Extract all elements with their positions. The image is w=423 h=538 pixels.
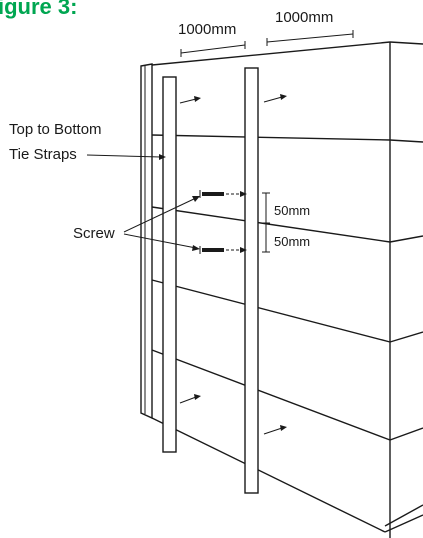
spacing-label-top: 50mm [274, 203, 310, 218]
tie-straps-label-line2: Tie Straps [9, 146, 77, 163]
figure-title: igure 3: [0, 0, 77, 19]
tie-strap-right [244, 67, 259, 494]
screw-label: Screw [73, 225, 115, 242]
dimension-right: 1000mm [266, 9, 354, 46]
screw-lower [199, 246, 247, 254]
dimension-left: 1000mm [178, 21, 246, 57]
dimension-label-left: 1000mm [178, 21, 236, 38]
tie-straps-label-line1: Top to Bottom [9, 121, 102, 138]
screw-upper [199, 190, 247, 198]
spacing-dimensions: 50mm 50mm [262, 192, 310, 253]
tie-strap-left [162, 76, 177, 453]
direction-arrows [179, 94, 287, 435]
screw-callout: Screw [73, 196, 200, 251]
left-edge-board [140, 63, 153, 420]
dimension-label-right: 1000mm [275, 9, 333, 26]
wall-panel [151, 41, 423, 538]
spacing-label-bottom: 50mm [274, 234, 310, 249]
tie-straps-callout: Top to Bottom Tie Straps [9, 121, 166, 163]
